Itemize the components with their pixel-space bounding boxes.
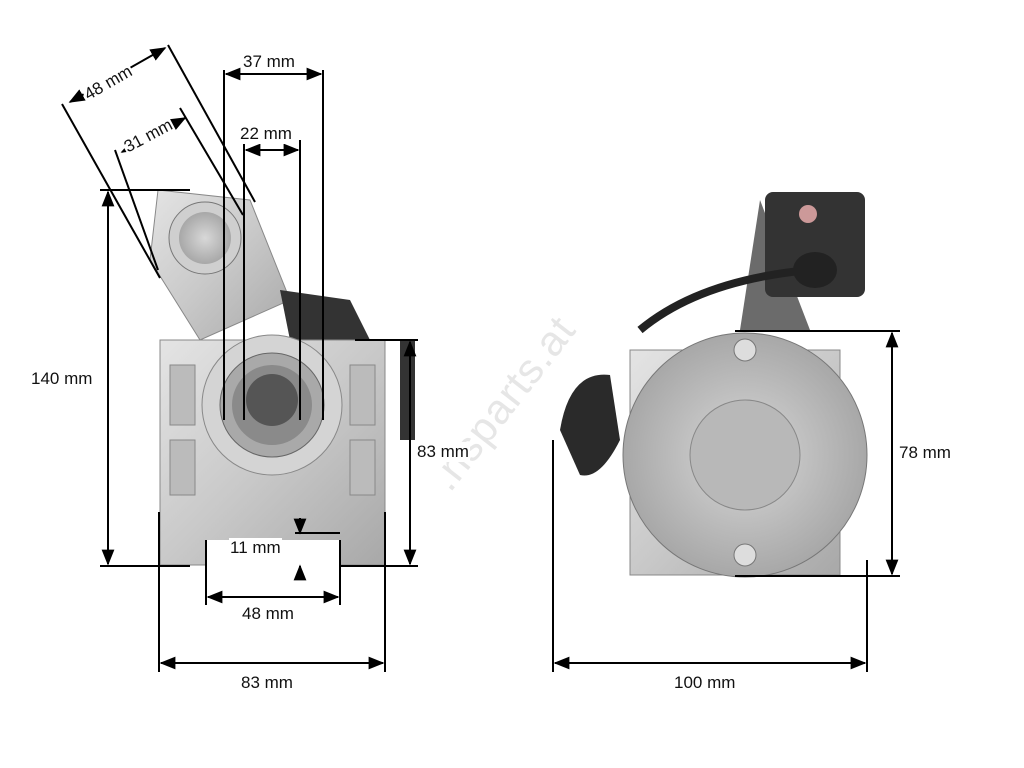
dimension-lines (61, 44, 900, 672)
dim-flange-width: 83 mm (240, 673, 294, 693)
front-view-starter (149, 189, 415, 570)
dim-pinion-width: 22 mm (239, 124, 293, 144)
dim-top-width: 37 mm (242, 52, 296, 72)
dim-slot-depth: 11 mm (229, 538, 282, 558)
dim-total-height: 140 mm (30, 369, 94, 389)
dim-body-length: 100 mm (673, 673, 737, 693)
dim-slot-width: 48 mm (241, 604, 295, 624)
dim-body-height: 78 mm (898, 443, 952, 463)
dim-flange-height: 83 mm (416, 442, 470, 462)
side-view-starter (560, 192, 868, 578)
